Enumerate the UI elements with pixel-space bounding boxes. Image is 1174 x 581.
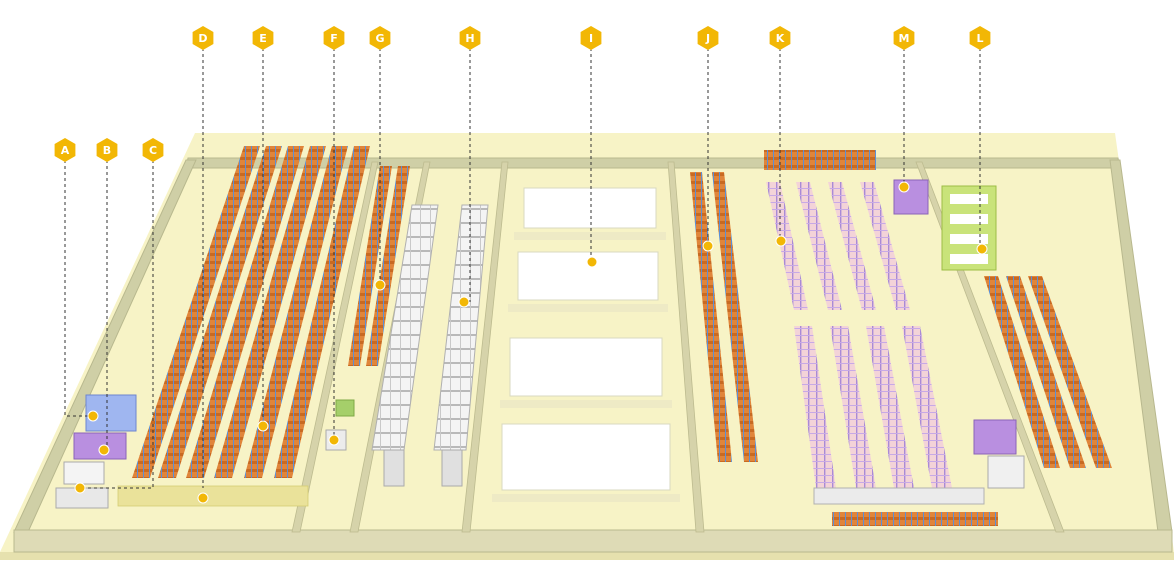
marker-d: D xyxy=(192,26,214,50)
marker-f: F xyxy=(323,26,345,50)
marker-k: K xyxy=(769,26,791,50)
marker-e-label: E xyxy=(259,32,267,45)
marker-l-shape xyxy=(969,26,991,50)
marker-h: H xyxy=(459,26,481,50)
marker-a-label: A xyxy=(61,144,70,157)
marker-i: I xyxy=(580,26,602,50)
marker-i-label: I xyxy=(589,32,593,45)
marker-f-label: F xyxy=(330,32,338,45)
zone-right-racks xyxy=(973,276,1112,489)
marker-k-label: K xyxy=(776,32,785,45)
marker-j: J xyxy=(697,26,719,50)
leader-lines xyxy=(64,48,981,489)
location-dots xyxy=(74,181,988,504)
zone-gh-white-towers xyxy=(371,204,489,487)
marker-l: L xyxy=(969,26,991,50)
marker-c-shape xyxy=(142,138,164,162)
marker-m: M xyxy=(893,26,915,50)
marker-h-shape xyxy=(459,26,481,50)
marker-d-label: D xyxy=(198,32,207,45)
zone-k-lower-racks xyxy=(794,326,998,526)
marker-j-shape xyxy=(697,26,719,50)
marker-a-shape xyxy=(54,138,76,162)
marker-g-shape xyxy=(369,26,391,50)
marker-b-shape xyxy=(96,138,118,162)
marker-g: G xyxy=(369,26,391,50)
marker-e: E xyxy=(252,26,274,50)
marker-j-label: J xyxy=(705,32,710,45)
zone-markers: A B C D E F G H I J K M L xyxy=(54,26,991,162)
marker-e-shape xyxy=(252,26,274,50)
marker-a: A xyxy=(54,138,76,162)
marker-f-shape xyxy=(323,26,345,50)
marker-c-label: C xyxy=(149,144,157,157)
marker-d-shape xyxy=(192,26,214,50)
marker-h-label: H xyxy=(465,32,474,45)
zone-g-racks xyxy=(348,166,410,366)
marker-b-label: B xyxy=(103,144,111,157)
zone-de-racks xyxy=(117,146,370,507)
zone-k-upper-racks xyxy=(764,150,929,310)
zone-l-green-units xyxy=(941,185,997,271)
marker-m-shape xyxy=(893,26,915,50)
marker-m-label: M xyxy=(899,32,910,45)
marker-i-shape xyxy=(580,26,602,50)
marker-k-shape xyxy=(769,26,791,50)
marker-g-label: G xyxy=(375,32,384,45)
zone-i-clean-rooms xyxy=(492,187,680,502)
marker-b: B xyxy=(96,138,118,162)
zone-j-racks xyxy=(690,172,758,462)
marker-l-label: L xyxy=(976,32,983,45)
marker-c: C xyxy=(142,138,164,162)
